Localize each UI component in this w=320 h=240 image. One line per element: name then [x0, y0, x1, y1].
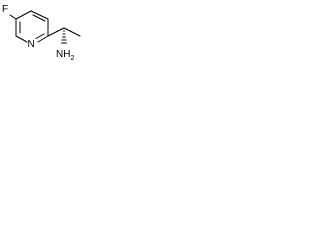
ring-bond-n-c6 [15, 35, 28, 43]
atom-label-f: F [2, 4, 8, 15]
pyridine-ring [15, 10, 49, 43]
ring-bond-f-carbon-top [15, 10, 32, 20]
molecule-diagram: F N NH2 [2, 4, 81, 62]
ring-bond-top-right [30, 10, 49, 20]
atom-label-n: N [28, 39, 35, 50]
atom-label-nh: NH [56, 49, 70, 60]
atom-label-nh2: NH2 [56, 49, 74, 62]
hashed-wedge-bond [61, 30, 67, 44]
bond-chiral-carbon-methyl [63, 27, 81, 37]
atom-label-nh2-subscript: 2 [70, 55, 74, 62]
ring-bond-c2-n [37, 35, 49, 43]
ring-double-bond-top [32, 14, 46, 22]
bond-c-f [9, 14, 17, 20]
bond-c2-chiral-carbon [47, 27, 65, 37]
ring-double-bond-right [35, 33, 45, 39]
